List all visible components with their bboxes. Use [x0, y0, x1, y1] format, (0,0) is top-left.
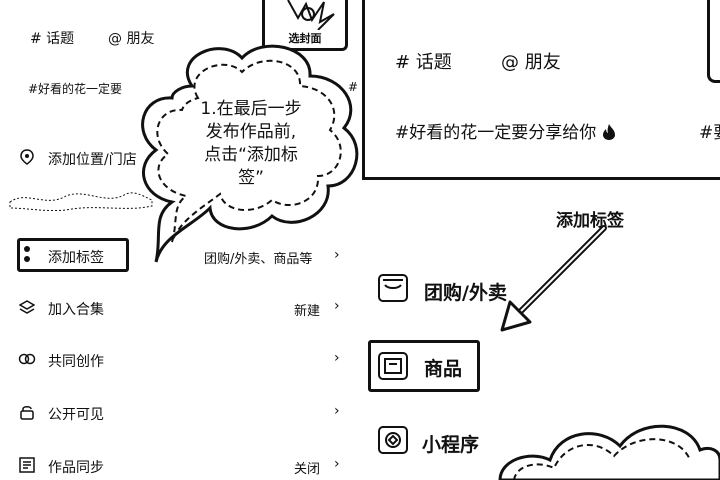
location-row[interactable]: 添加位置/门店: [0, 146, 360, 170]
visibility-row[interactable]: 公开可见 ›: [0, 401, 360, 425]
bubble-line-4: 签”: [238, 168, 264, 188]
collection-value: 新建: [294, 304, 321, 319]
miniprogram-row[interactable]: 小程序: [370, 422, 570, 462]
tag-dots-icon: [24, 246, 32, 264]
miniprogram-icon: [378, 426, 408, 454]
cocreate-row[interactable]: 共同创作 ›: [0, 348, 360, 372]
cover-thumbnail[interactable]: 选封面: [262, 0, 348, 51]
redaction-scribble: [9, 192, 153, 212]
speech-bubble: [141, 44, 359, 263]
groupbuy-row[interactable]: 团购/外卖: [370, 270, 570, 310]
co-create-icon: [18, 350, 36, 368]
chevron-right-icon: ›: [334, 403, 340, 419]
groupbuy-label: 团购/外卖: [424, 282, 507, 304]
bubble-text: 1.在最后一步 发布作品前, 点击“添加标 签”: [176, 98, 326, 190]
fire-icon: [602, 123, 616, 141]
arrow-annotation: [500, 225, 607, 332]
product-highlight: [368, 340, 480, 392]
chevron-right-icon: ›: [334, 350, 340, 366]
left-panel: 选封面 # 话题 @ 朋友 #好看的花一定要 分享 # 添加位置/门店 添加标签…: [0, 0, 360, 478]
add-tag-value: 团购/外卖、商品等: [204, 252, 313, 267]
add-tag-highlight: [17, 238, 129, 272]
sync-icon: [18, 456, 36, 474]
lock-icon: [18, 403, 36, 421]
collection-label: 加入合集: [48, 302, 104, 318]
bubble-line-2: 发布作品前,: [205, 122, 297, 142]
right-hashtag-suggestion-2[interactable]: #要: [699, 123, 720, 143]
right-hashtag-suggestion[interactable]: #好看的花一定要分享给你: [395, 118, 616, 143]
cocreate-label: 共同创作: [48, 354, 104, 370]
layers-icon: [18, 298, 36, 316]
location-pin-icon: [18, 148, 36, 166]
hashtag-suggestion-partial2[interactable]: #: [348, 80, 359, 94]
speech-bubble-partial: [498, 424, 720, 480]
product-icon: [378, 352, 408, 380]
friends-button[interactable]: @ 朋友: [108, 31, 155, 47]
flower-image: [287, 0, 335, 30]
topics-button[interactable]: # 话题: [30, 31, 75, 47]
cover-label: 选封面: [288, 32, 322, 45]
sync-label: 作品同步: [48, 460, 104, 476]
bubble-line-3: 点击“添加标: [204, 145, 298, 165]
arrow-annotation-label: 添加标签: [556, 211, 624, 231]
visibility-label: 公开可见: [48, 407, 104, 423]
product-row[interactable]: 商品: [368, 340, 480, 392]
hashtag-suggestion[interactable]: #好看的花一定要: [28, 82, 123, 96]
sync-row[interactable]: 作品同步 关闭 ›: [0, 454, 360, 478]
chevron-right-icon: ›: [334, 298, 340, 314]
right-topics-button[interactable]: # 话题: [395, 52, 452, 73]
right-hashtag-text: #好看的花一定要分享给你: [395, 123, 597, 143]
right-thumbnail-edge: [707, 0, 720, 83]
sync-value: 关闭: [294, 462, 321, 477]
product-label: 商品: [424, 358, 463, 380]
chevron-right-icon: ›: [334, 247, 340, 263]
bubble-line-1: 1.在最后一步: [200, 99, 302, 119]
right-zoom-box: # 话题 @ 朋友 #好看的花一定要分享给你 #要: [362, 0, 720, 180]
collection-row[interactable]: 加入合集 新建 ›: [0, 296, 360, 320]
add-tag-label: 添加标签: [48, 250, 104, 266]
chevron-right-icon: ›: [334, 456, 340, 472]
location-label: 添加位置/门店: [48, 152, 137, 168]
right-friends-button[interactable]: @ 朋友: [501, 52, 561, 73]
add-tag-row[interactable]: 添加标签 团购/外卖、商品等 ›: [0, 238, 360, 274]
groupbuy-icon: [378, 274, 408, 302]
miniprogram-label: 小程序: [422, 434, 480, 456]
